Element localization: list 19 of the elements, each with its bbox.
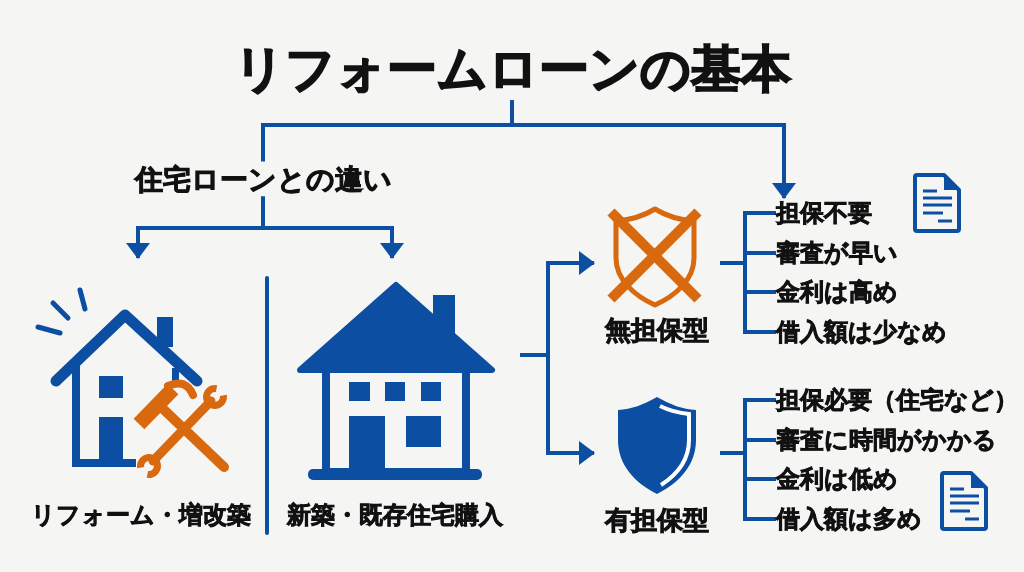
connector-line [720, 451, 776, 521]
arrow [510, 100, 796, 199]
category-label: 新築・既存住宅購入 [287, 500, 503, 530]
feature-item: 担保不要 [776, 198, 872, 228]
feature-item: 金利は低め [776, 464, 898, 494]
feature-item: 借入額は少なめ [776, 317, 947, 347]
section-heading: 住宅ローンとの違い [134, 161, 392, 197]
title: リフォームローンの基本 [233, 37, 791, 101]
feature-item: 金利は高め [776, 277, 898, 307]
feature-item: 借入額は多め [776, 504, 922, 534]
feature-item: 担保必要（住宅など） [776, 385, 1018, 415]
type-label: 無担保型 [605, 313, 709, 347]
connector-line [720, 261, 776, 334]
category-label: リフォーム・増改築 [31, 500, 251, 530]
arrow [261, 196, 404, 259]
arrow [520, 353, 595, 465]
type-label: 有担保型 [605, 503, 709, 537]
feature-item: 審査が早い [776, 238, 898, 268]
feature-item: 審査に時間がかかる [776, 425, 997, 455]
